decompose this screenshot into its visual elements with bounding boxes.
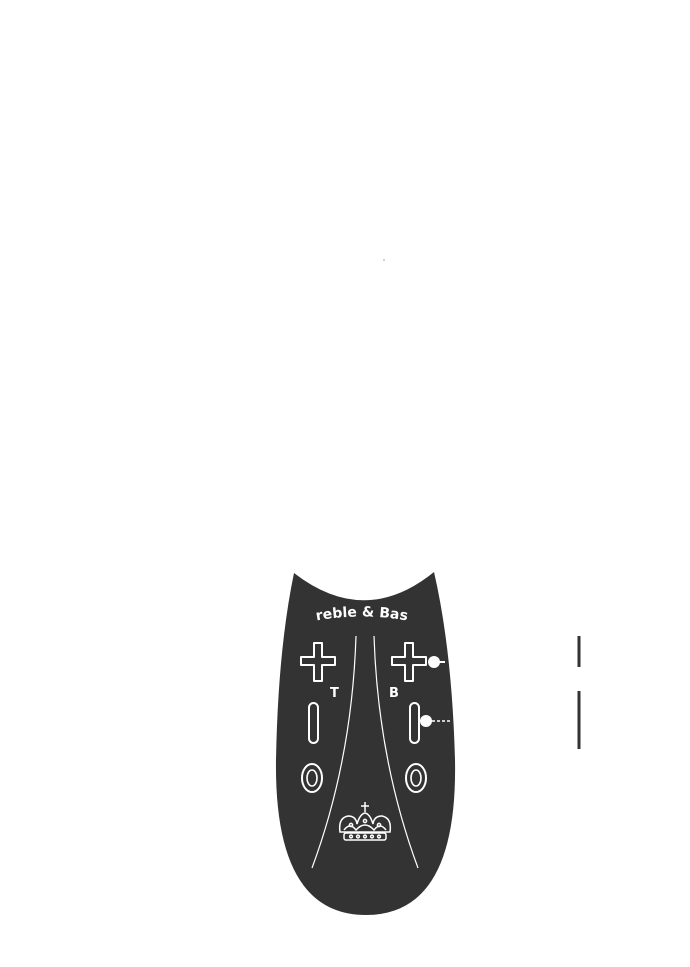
plus-icon <box>391 642 427 682</box>
callout-dot <box>420 715 432 727</box>
stray-dot <box>383 259 385 261</box>
bass-label: B <box>389 686 399 701</box>
ring-outer-icon <box>301 763 323 793</box>
divider-right <box>373 635 419 869</box>
treble-label: T <box>330 686 339 701</box>
callout-bass-plus <box>428 656 445 668</box>
bass-power-button[interactable] <box>405 763 427 793</box>
treble-plus-button[interactable] <box>300 642 336 682</box>
minus-icon <box>409 702 420 744</box>
plus-icon <box>300 642 336 682</box>
ring-outer-icon <box>405 763 427 793</box>
treble-minus-button[interactable] <box>308 702 319 744</box>
remote-body <box>275 572 456 915</box>
ring-inner-icon <box>410 769 422 787</box>
brand-text: Treble & Bass <box>0 0 409 624</box>
bass-minus-button[interactable] <box>409 702 420 744</box>
callout-bass-minus <box>420 715 452 727</box>
minus-icon <box>308 702 319 744</box>
ring-inner-icon <box>306 769 318 787</box>
bass-plus-button[interactable] <box>391 642 427 682</box>
crown-icon <box>338 802 392 841</box>
treble-power-button[interactable] <box>301 763 323 793</box>
divider-left <box>311 635 357 869</box>
